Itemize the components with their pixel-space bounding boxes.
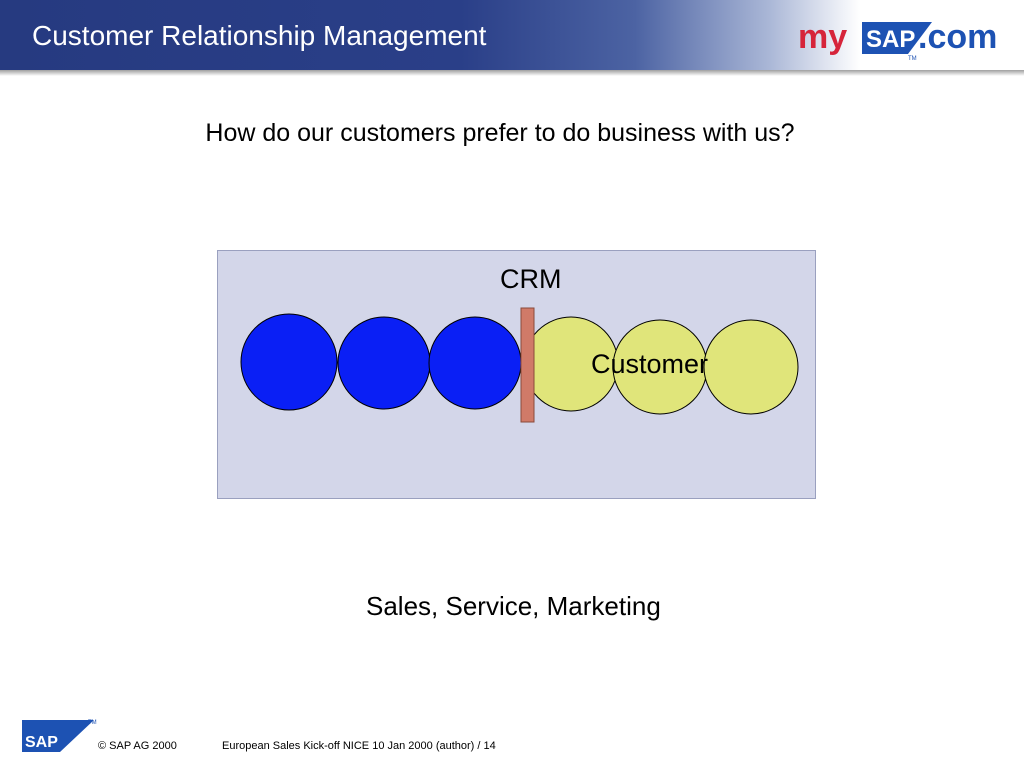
footer-logo-text: SAP	[25, 734, 58, 751]
logo-brand: SAP	[866, 26, 915, 53]
logo-tm: TM	[908, 56, 917, 62]
header-shadow	[0, 70, 1024, 76]
mysap-logo: my SAP TM .com	[798, 18, 997, 62]
logo-prefix: my	[798, 18, 847, 56]
footer-logo-tm: TM	[88, 720, 97, 726]
footer-event-info: European Sales Kick-off NICE 10 Jan 2000…	[222, 740, 496, 752]
question-text: How do our customers prefer to do busine…	[205, 119, 795, 147]
customer-label: Customer	[591, 349, 709, 379]
caption-text: Sales, Service, Marketing	[366, 591, 661, 621]
crm-label: CRM	[500, 264, 562, 294]
slide-title: Customer Relationship Management	[32, 20, 487, 51]
logo-sap-badge	[862, 22, 932, 54]
sap-footer-logo: SAP TM	[22, 720, 97, 752]
logo-suffix: .com	[918, 18, 997, 56]
header-bar	[0, 0, 1024, 70]
footer-copyright: © SAP AG 2000	[98, 740, 177, 752]
